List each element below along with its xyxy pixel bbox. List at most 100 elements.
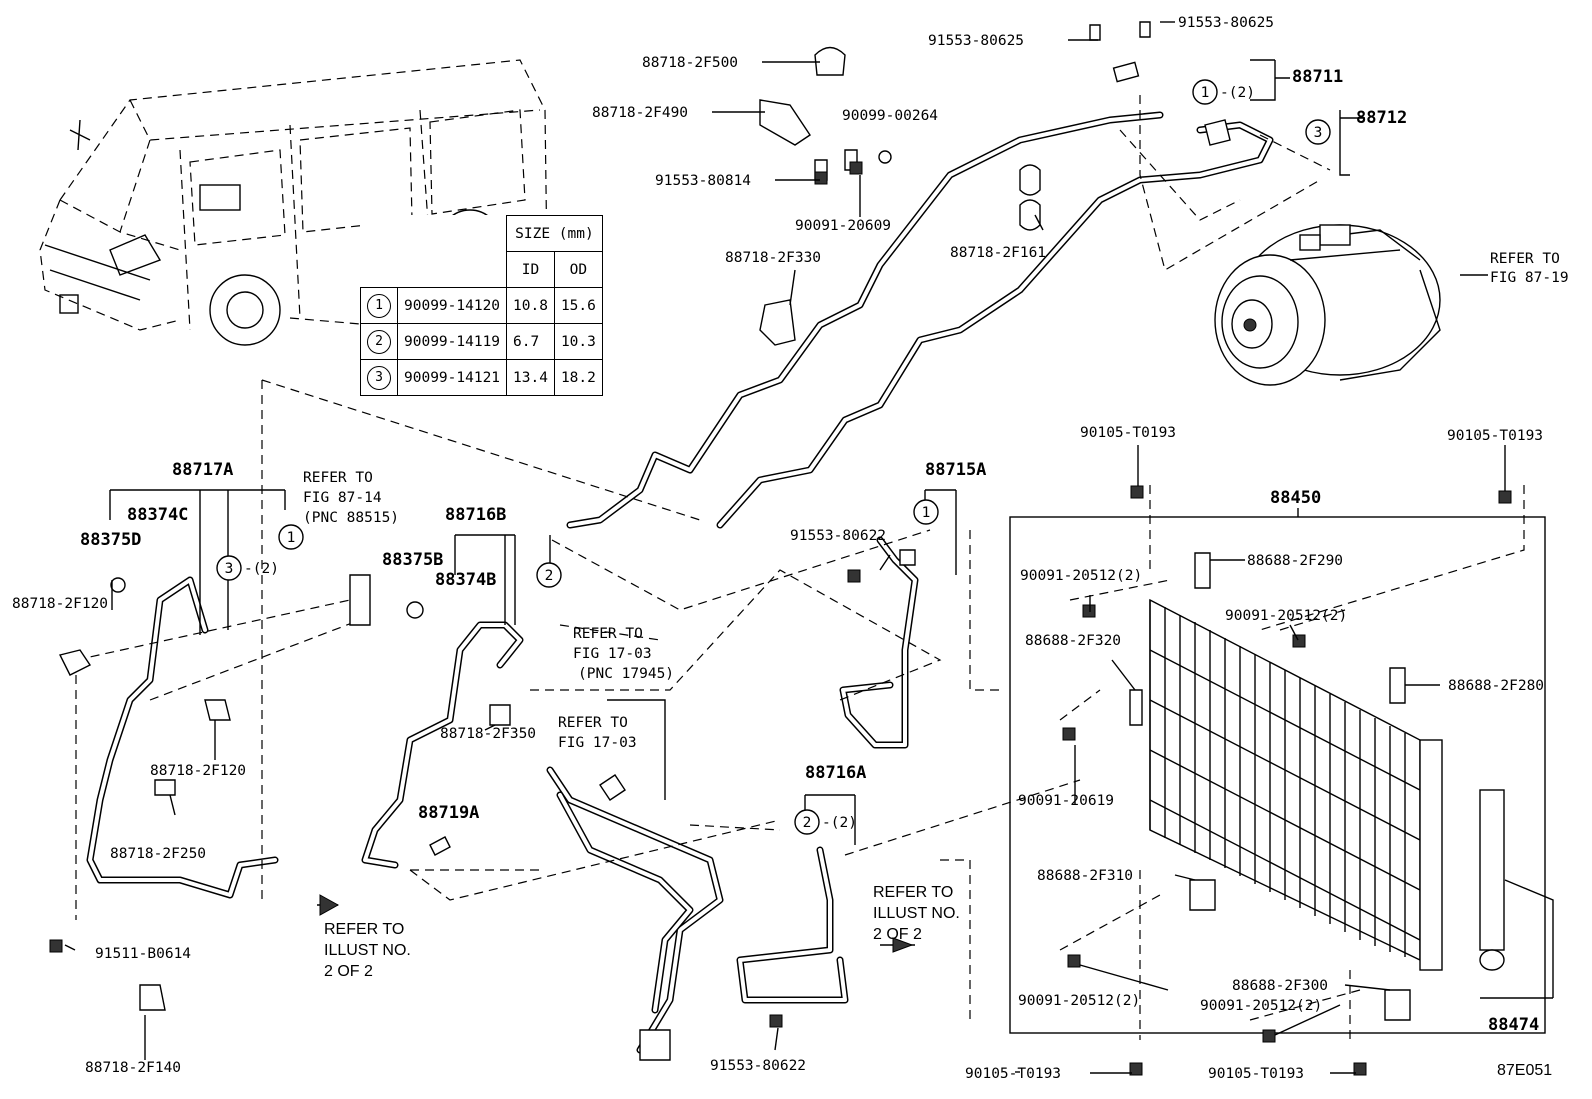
label-90091-20512-b: 90091-20512(2)	[1225, 608, 1347, 624]
label-91553-80622-a: 91553-80622	[790, 528, 886, 544]
label-refer-illust-b1: REFER TO	[873, 884, 953, 901]
label-88688-2F300: 88688-2F300	[1232, 978, 1328, 994]
row-id: 6.7	[506, 323, 555, 360]
label-refer-87-19-b: FIG 87-19	[1490, 270, 1569, 286]
label-88718-2F140: 88718-2F140	[85, 1060, 181, 1076]
label-90091-20619: 90091-20619	[1018, 793, 1114, 809]
label-refer-87-14-a: REFER TO	[303, 470, 373, 486]
row-od: 10.3	[553, 323, 603, 360]
label-90105-T0193-d: 90105-T0193	[1208, 1066, 1304, 1082]
label-90091-20609: 90091-20609	[795, 218, 891, 234]
callout-2-88716B: 2	[536, 562, 562, 588]
assembly-lines	[75, 95, 1525, 1040]
label-91553-80814: 91553-80814	[655, 173, 751, 189]
label-88718-2F120-b: 88718-2F120	[150, 763, 246, 779]
label-88688-2F320: 88688-2F320	[1025, 633, 1121, 649]
label-refer-illust-b3: 2 OF 2	[873, 926, 922, 943]
label-refer-17-03-b1: REFER TO	[558, 715, 628, 731]
row-part-number: 90099-14120	[396, 287, 508, 324]
callout-1-88711: 1 -(2)	[1192, 79, 1255, 105]
size-table-od-header: OD	[553, 251, 603, 288]
label-refer-17-03-a1: REFER TO	[573, 626, 643, 642]
label-90091-20512-d: 90091-20512(2)	[1200, 998, 1322, 1014]
label-88688-2F280: 88688-2F280	[1448, 678, 1544, 694]
callout-3-88712: 3	[1305, 119, 1331, 145]
label-88716A: 88716A	[805, 763, 866, 783]
label-88688-2F290: 88688-2F290	[1247, 553, 1343, 569]
bolts	[49, 161, 1512, 1076]
label-88718-2F500: 88718-2F500	[642, 55, 738, 71]
svg-text:1: 1	[1201, 85, 1210, 101]
label-88718-2F490: 88718-2F490	[592, 105, 688, 121]
table-row: 2 90099-14119 6.7 10.3	[360, 323, 603, 360]
label-refer-87-19-a: REFER TO	[1490, 251, 1560, 267]
label-91511-B0614: 91511-B0614	[95, 946, 191, 962]
size-table-id-header: ID	[506, 251, 555, 288]
svg-text:3: 3	[225, 561, 234, 577]
svg-text:2: 2	[803, 815, 812, 831]
label-refer-illust-a1: REFER TO	[324, 921, 404, 938]
label-88474: 88474	[1488, 1015, 1539, 1035]
svg-text:1: 1	[922, 505, 931, 521]
label-refer-17-03-a2: FIG 17-03	[573, 646, 652, 662]
label-88374B: 88374B	[435, 570, 496, 590]
label-88718-2F161: 88718-2F161	[950, 245, 1046, 261]
row-mark: 2	[360, 323, 398, 360]
row-od: 18.2	[553, 359, 603, 396]
label-88718-2F120-a: 88718-2F120	[12, 596, 108, 612]
callout-1-88717A: 1	[278, 524, 304, 550]
row-mark: 3	[360, 359, 398, 396]
svg-text:3: 3	[1314, 125, 1323, 141]
table-row: 3 90099-14121 13.4 18.2	[360, 359, 603, 396]
callout-1-88715A: 1	[913, 499, 939, 525]
condenser	[1009, 516, 1546, 1034]
label-90105-T0193-b: 90105-T0193	[1447, 428, 1543, 444]
label-88688-2F310: 88688-2F310	[1037, 868, 1133, 884]
svg-text:1: 1	[287, 530, 296, 546]
row-id: 13.4	[506, 359, 555, 396]
label-88715A: 88715A	[925, 460, 986, 480]
label-refer-87-14-c: (PNC 88515)	[303, 510, 399, 526]
callout-3-88717A: 3 -(2)	[216, 555, 279, 581]
label-88450: 88450	[1270, 488, 1321, 508]
svg-text:-(2): -(2)	[244, 561, 279, 577]
label-91553-80622-b: 91553-80622	[710, 1058, 806, 1074]
size-table-title: SIZE (mm)	[506, 215, 603, 252]
compressor	[1214, 224, 1441, 386]
svg-text:-(2): -(2)	[822, 815, 857, 831]
refrigerant-pipes	[86, 111, 1274, 1054]
label-90099-00264: 90099-00264	[842, 108, 938, 124]
label-88718-2F250: 88718-2F250	[110, 846, 206, 862]
label-88718-2F330: 88718-2F330	[725, 250, 821, 266]
label-90105-T0193-c: 90105-T0193	[965, 1066, 1061, 1082]
callout-2-88716A: 2 -(2)	[794, 809, 857, 835]
row-part-number: 90099-14121	[396, 359, 508, 396]
small-parts	[49, 21, 1512, 1076]
label-refer-illust-a2: ILLUST NO.	[324, 942, 411, 959]
label-88712: 88712	[1356, 108, 1407, 128]
label-88717A: 88717A	[172, 460, 233, 480]
label-refer-illust-a3: 2 OF 2	[324, 963, 373, 980]
part-labels: 91553-80625 91553-80625 88718-2F500 8871…	[12, 15, 1569, 1082]
label-88716B: 88716B	[445, 505, 506, 525]
row-od: 15.6	[553, 287, 603, 324]
row-mark: 1	[360, 287, 398, 324]
label-88374C: 88374C	[127, 505, 188, 525]
label-90091-20512-a: 90091-20512(2)	[1020, 568, 1142, 584]
label-88711: 88711	[1292, 67, 1343, 87]
table-row: 1 90099-14120 10.8 15.6	[360, 287, 603, 324]
label-88719A: 88719A	[418, 803, 479, 823]
label-88375D: 88375D	[80, 530, 141, 550]
label-refer-87-14-b: FIG 87-14	[303, 490, 382, 506]
row-part-number: 90099-14119	[396, 323, 508, 360]
label-91553-80625-b: 91553-80625	[1178, 15, 1274, 31]
arrows	[319, 894, 914, 953]
label-refer-17-03-a3: (PNC 17945)	[578, 666, 674, 682]
svg-text:-(2): -(2)	[1220, 85, 1255, 101]
callouts: 1 -(2) 3 1 3 -(2) 2 1 2 -(2)	[216, 79, 1331, 835]
label-refer-illust-b2: ILLUST NO.	[873, 905, 960, 922]
figure-code: 87E051	[1497, 1062, 1552, 1079]
label-refer-17-03-b2: FIG 17-03	[558, 735, 637, 751]
label-91553-80625-a: 91553-80625	[928, 33, 1024, 49]
